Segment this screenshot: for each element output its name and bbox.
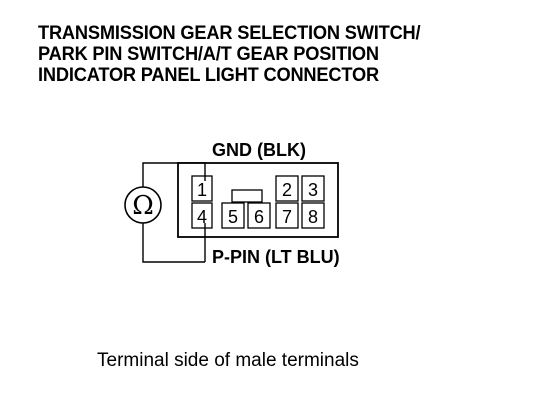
ohm-symbol-icon: Ω: [132, 191, 154, 221]
pin-cell-2: [275, 175, 299, 202]
pin-cell-6: [247, 202, 271, 229]
title-line-1: TRANSMISSION GEAR SELECTION SWITCH/: [38, 23, 421, 44]
pin-label-1: 1: [197, 180, 207, 200]
pin-cell-3: [301, 175, 325, 202]
connector-lock-tab: [231, 189, 263, 203]
pin-label-2: 2: [282, 180, 292, 200]
diagram-title: TRANSMISSION GEAR SELECTION SWITCH/ PARK…: [38, 23, 528, 86]
ohmmeter-circle: [124, 186, 162, 224]
ohmmeter: Ω: [124, 186, 162, 224]
pin-cell-5: [221, 202, 245, 229]
diagram-caption: Terminal side of male terminals: [97, 350, 359, 371]
pin-cell-7: [275, 202, 299, 229]
ppin-wire-label: P-PIN (LT BLU): [212, 247, 340, 267]
pin-cell-1: [191, 175, 213, 202]
pin-label-3: 3: [308, 180, 318, 200]
pin-label-8: 8: [308, 207, 318, 227]
pin-cell-8: [301, 202, 325, 229]
ppin-test-lead: [142, 223, 205, 263]
pin-label-7: 7: [282, 207, 292, 227]
title-line-3: INDICATOR PANEL LIGHT CONNECTOR: [38, 65, 379, 86]
pin-label-4: 4: [197, 207, 207, 227]
pin-cell-4: [191, 202, 213, 229]
pin-label-5: 5: [228, 207, 238, 227]
title-line-2: PARK PIN SWITCH/A/T GEAR POSITION: [38, 44, 379, 65]
pin-label-6: 6: [254, 207, 264, 227]
gnd-wire-label: GND (BLK): [212, 140, 306, 160]
